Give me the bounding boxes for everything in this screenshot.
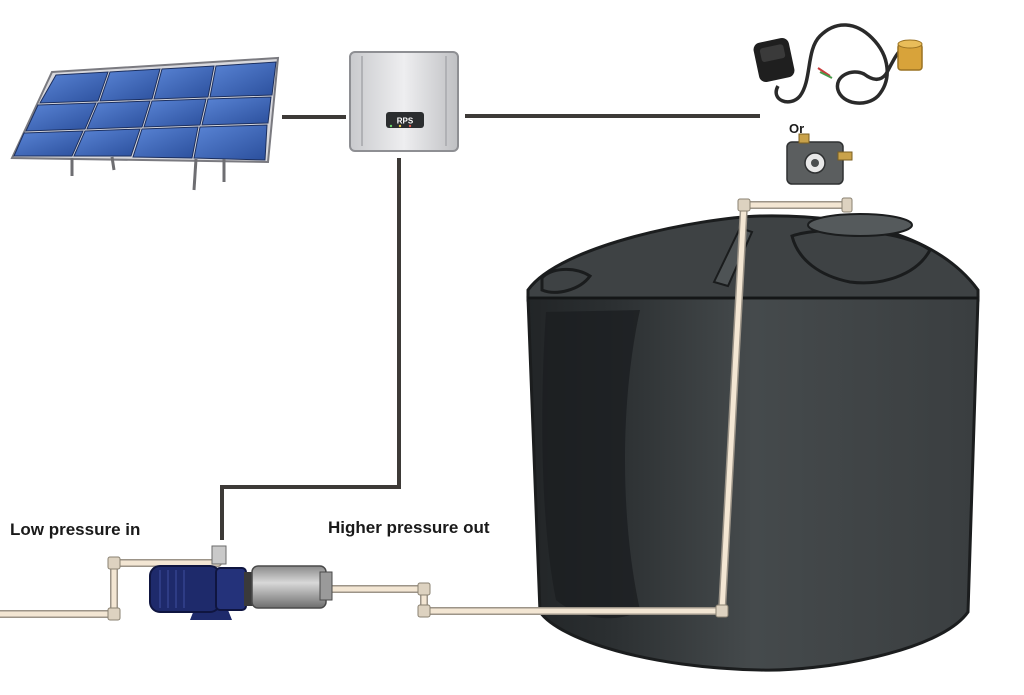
label-or: Or: [789, 121, 805, 136]
weight-cylinder: [897, 39, 923, 71]
cable-controller-to-pump: [220, 158, 401, 540]
controller-brand-label: RPS: [397, 117, 414, 126]
float-switch-sensor: [753, 23, 923, 105]
label-low-pressure-in: Low pressure in: [10, 520, 141, 539]
panel-stand-legs: [70, 156, 226, 191]
booster-pump: [149, 545, 333, 620]
cables: [220, 114, 760, 540]
solar-cells: [13, 61, 277, 161]
label-higher-pressure-out: Higher pressure out: [328, 518, 490, 537]
pipe-outlet: [327, 202, 851, 614]
solar-panel-array: [10, 56, 280, 191]
pipe-fittings: [107, 197, 853, 621]
pump-controller: RPS: [349, 51, 459, 152]
tank-lid: [807, 213, 913, 237]
pressure-switch: [786, 133, 853, 185]
water-tank: [526, 213, 980, 672]
